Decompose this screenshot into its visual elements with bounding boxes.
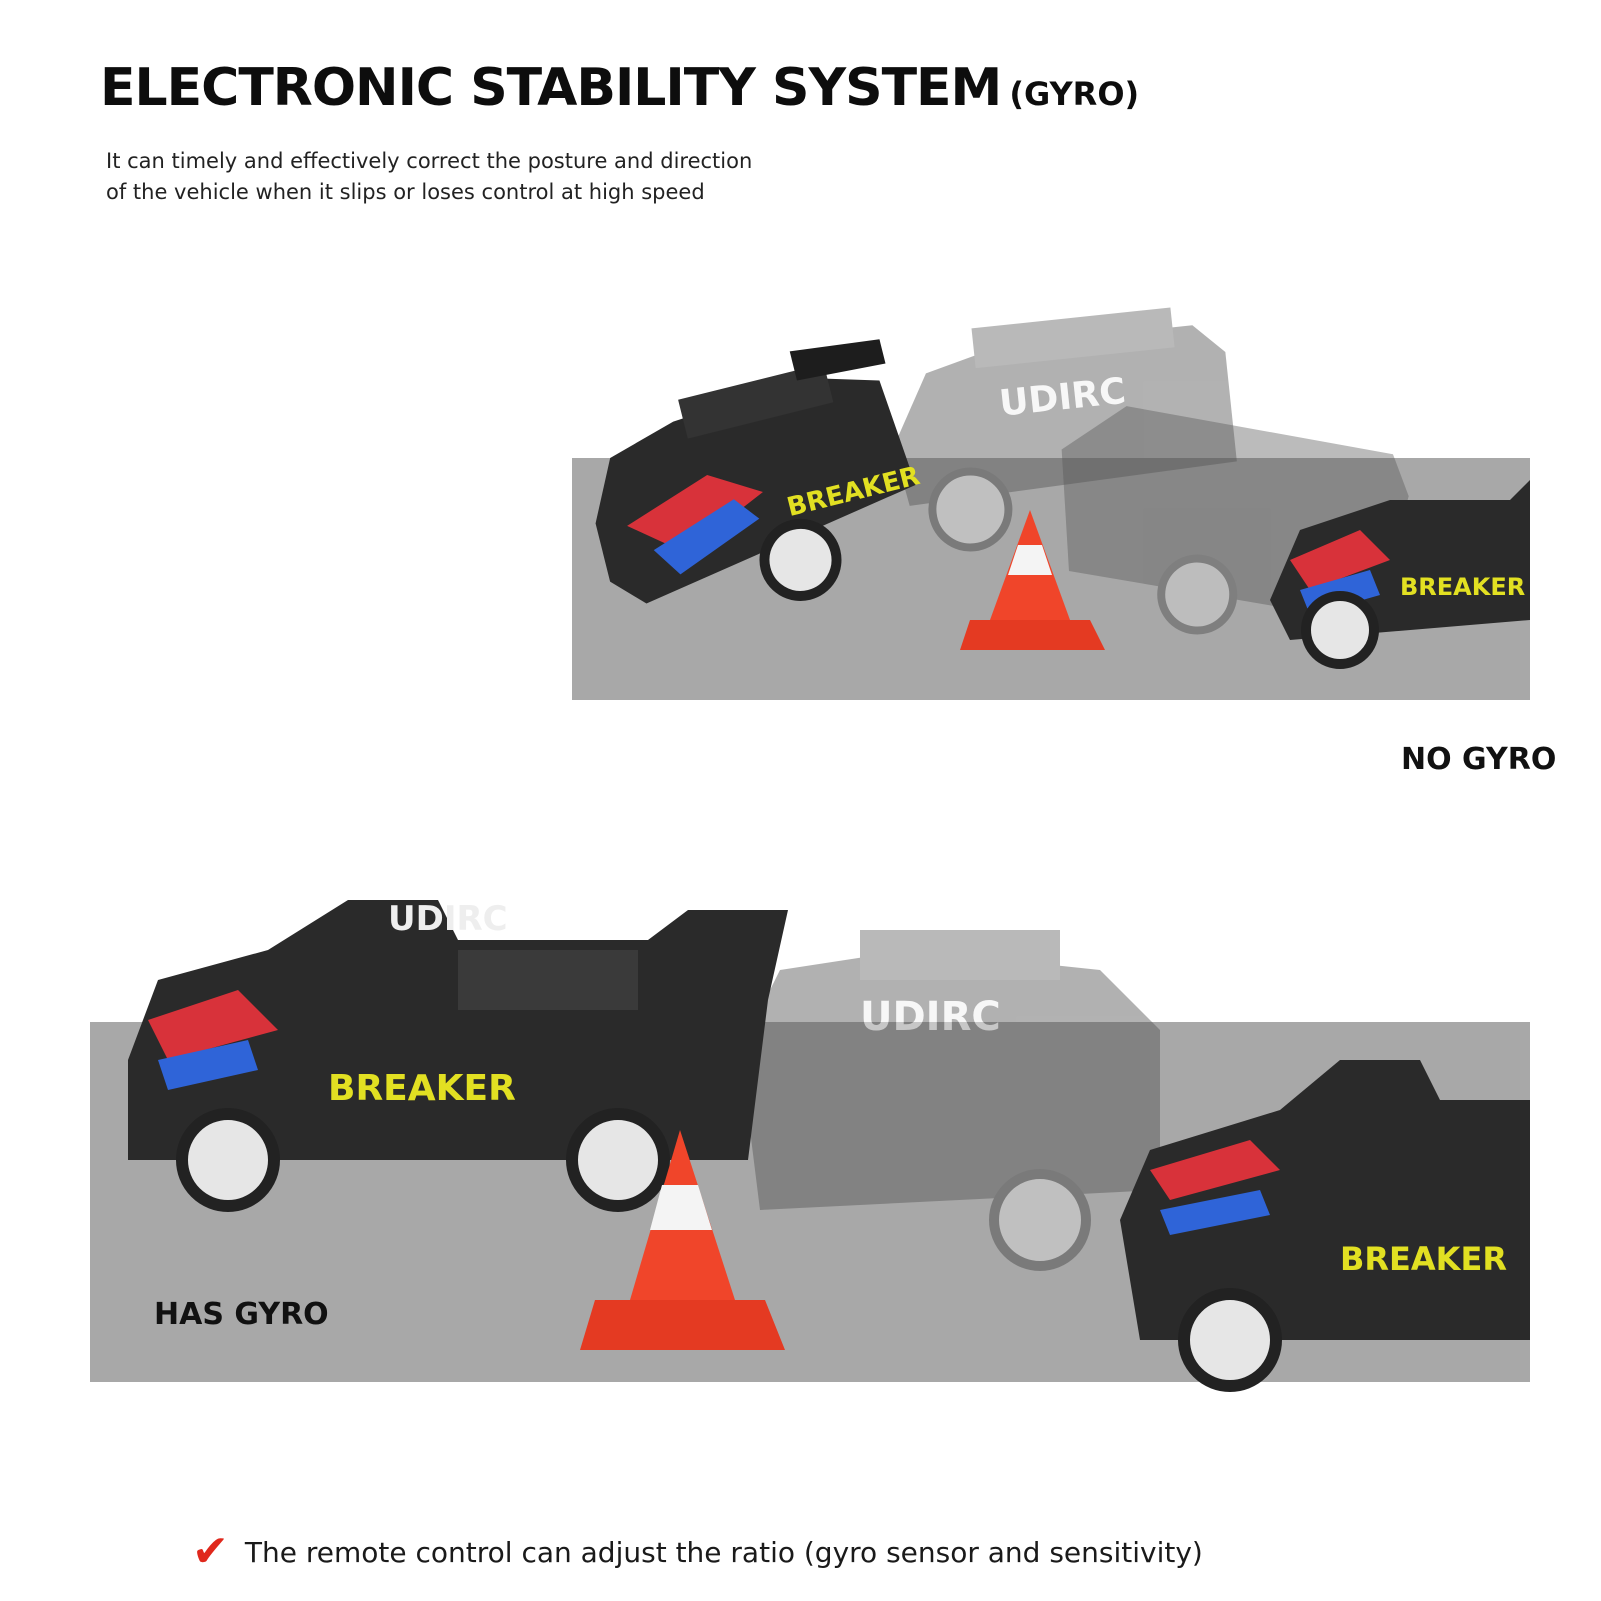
no-gyro-illustration: UDIRC BREAKER BREAKER: [572, 307, 1530, 700]
description: It can timely and effectively correct th…: [106, 146, 866, 208]
car-right: BREAKER: [1120, 1060, 1530, 1392]
ghost-car-middle: UDIRC: [893, 307, 1237, 552]
page-title: ELECTRONIC STABILITY SYSTEM(GYRO): [100, 58, 1139, 118]
footer-note: ✔ The remote control can adjust the rati…: [192, 1530, 1203, 1574]
footer-note-text: The remote control can adjust the ratio …: [244, 1535, 1203, 1569]
description-line-2: of the vehicle when it slips or loses co…: [106, 180, 705, 204]
title-suffix: (GYRO): [1009, 75, 1140, 113]
title-main: ELECTRONIC STABILITY SYSTEM: [100, 58, 1002, 118]
traffic-cone-icon: [580, 1130, 785, 1350]
car-front-left: UDIRC BREAKER: [128, 899, 788, 1212]
has-gyro-illustration: UDIRC UDIRC BREAKER BREAKER: [90, 899, 1530, 1392]
description-line-1: It can timely and effectively correct th…: [106, 149, 753, 173]
has-gyro-label: HAS GYRO: [154, 1297, 329, 1332]
car-name-text-right: BREAKER: [1400, 573, 1525, 601]
car-front-left: BREAKER: [595, 339, 923, 604]
car-brand-text: UDIRC: [388, 899, 508, 939]
ghost-car-middle: UDIRC: [740, 930, 1160, 1271]
car-name-text: BREAKER: [328, 1068, 516, 1109]
traffic-cone-icon: [960, 510, 1105, 650]
car-right: BREAKER: [1270, 480, 1530, 669]
checkmark-icon: ✔: [192, 1526, 229, 1577]
no-gyro-label: NO GYRO: [1401, 742, 1557, 777]
car-brand-text-ghost: UDIRC: [860, 994, 1001, 1040]
car-name-text-right: BREAKER: [1340, 1240, 1507, 1278]
